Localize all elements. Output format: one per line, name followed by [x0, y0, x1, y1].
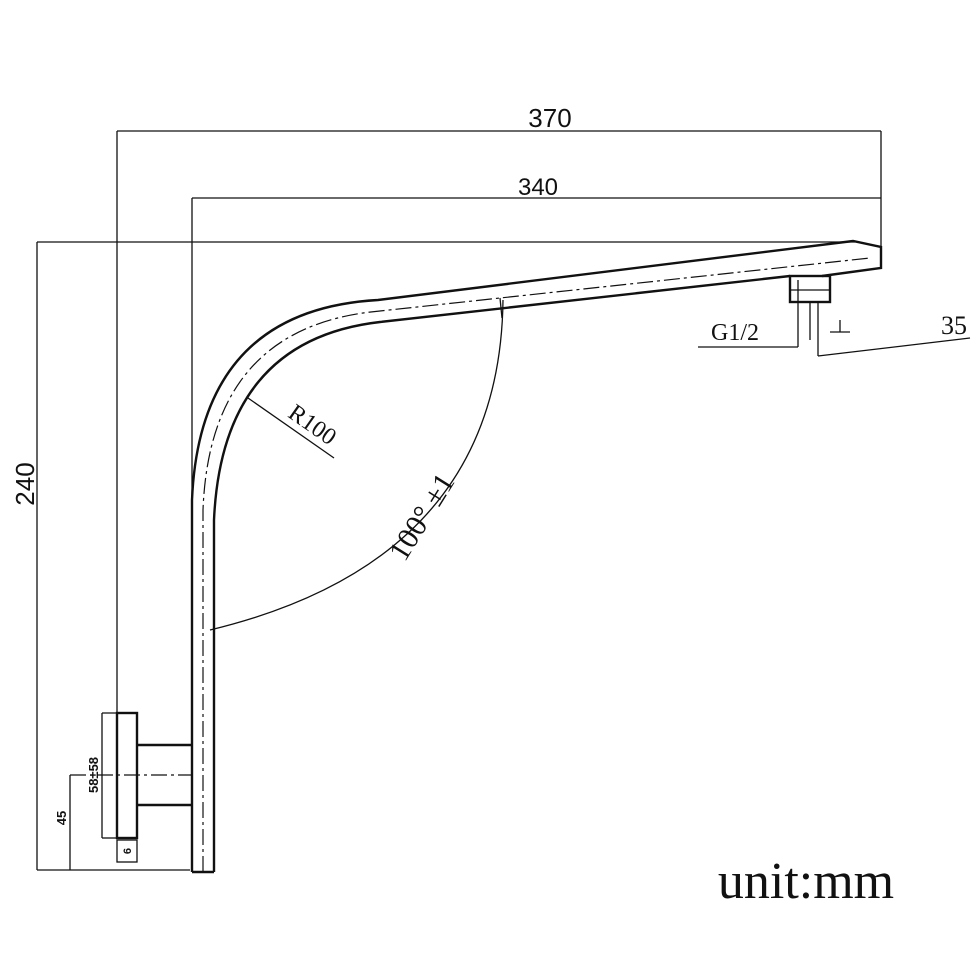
dim-35: 35	[817, 302, 971, 357]
unit-label: unit:mm	[718, 853, 894, 910]
dim-45: 45	[54, 775, 71, 870]
angle-label: 100° ±1	[383, 468, 462, 567]
dim-240-label: 240	[10, 462, 40, 505]
dim-340-label: 340	[518, 174, 558, 201]
dim-58-label: 58±58	[86, 757, 101, 793]
shower-arm-pipe	[190, 239, 883, 874]
thread-callout: G1/2	[698, 280, 799, 348]
angle-callout: 100° ±1	[209, 297, 504, 631]
dim-35-label: 35	[941, 311, 967, 340]
outlet-fitting	[788, 274, 832, 340]
dim-340: 340	[191, 174, 881, 500]
dim-6-label: 6	[122, 848, 134, 854]
thread-label: G1/2	[711, 320, 759, 346]
dim-370-label: 370	[528, 103, 571, 133]
dim-45-label: 45	[54, 811, 69, 825]
dim-6: 6	[116, 839, 138, 863]
radius-callout: R100	[247, 397, 341, 459]
dim-58: 58±58	[86, 712, 137, 839]
dim-370: 370	[116, 103, 882, 838]
dim-240: 240	[10, 241, 855, 871]
